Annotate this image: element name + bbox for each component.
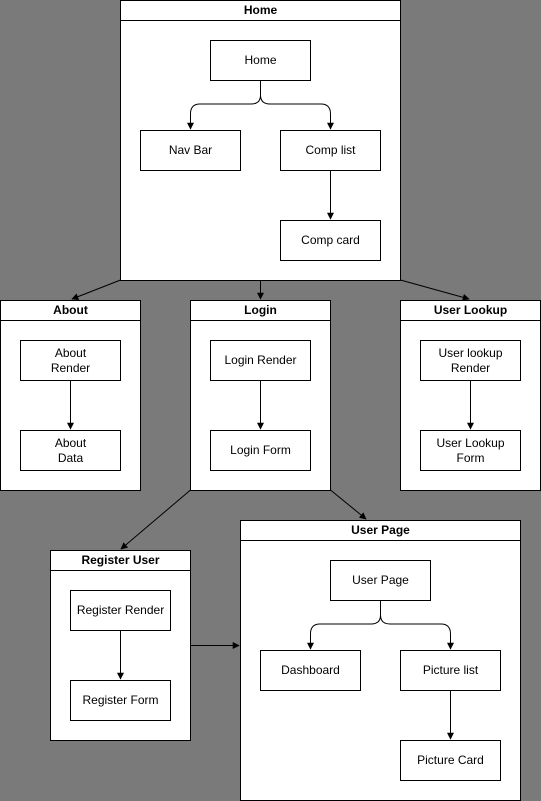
login-container-title: Login <box>191 301 330 321</box>
comp-card-node[interactable]: Comp card <box>280 220 381 261</box>
about-render-node[interactable]: About Render <box>20 340 121 381</box>
register-user-container-title: Register User <box>51 551 190 571</box>
user-lookup-container-title: User Lookup <box>401 301 540 321</box>
nav-bar-node[interactable]: Nav Bar <box>140 130 241 171</box>
register-form-node[interactable]: Register Form <box>70 680 171 721</box>
edge-home-to-about <box>71 279 121 300</box>
user-lookup-form-node[interactable]: User Lookup Form <box>420 430 521 471</box>
user-page-container-title: User Page <box>241 521 520 541</box>
picture-list-node[interactable]: Picture list <box>400 650 501 691</box>
edge-home-to-user-lookup <box>400 279 470 301</box>
edge-login-to-user-page <box>330 489 367 520</box>
user-lookup-render-node[interactable]: User lookup Render <box>420 340 521 381</box>
register-render-node[interactable]: Register Render <box>70 590 171 631</box>
user-page-node[interactable]: User Page <box>330 560 431 601</box>
about-data-node[interactable]: About Data <box>20 430 121 471</box>
edge-login-to-register-user <box>120 489 191 550</box>
comp-list-node[interactable]: Comp list <box>280 130 381 171</box>
login-render-node[interactable]: Login Render <box>210 340 311 381</box>
dashboard-node[interactable]: Dashboard <box>260 650 361 691</box>
home-node[interactable]: Home <box>210 40 311 81</box>
about-container-title: About <box>1 301 140 321</box>
login-form-node[interactable]: Login Form <box>210 430 311 471</box>
home-container-title: Home <box>121 1 400 21</box>
picture-card-node[interactable]: Picture Card <box>400 740 501 781</box>
